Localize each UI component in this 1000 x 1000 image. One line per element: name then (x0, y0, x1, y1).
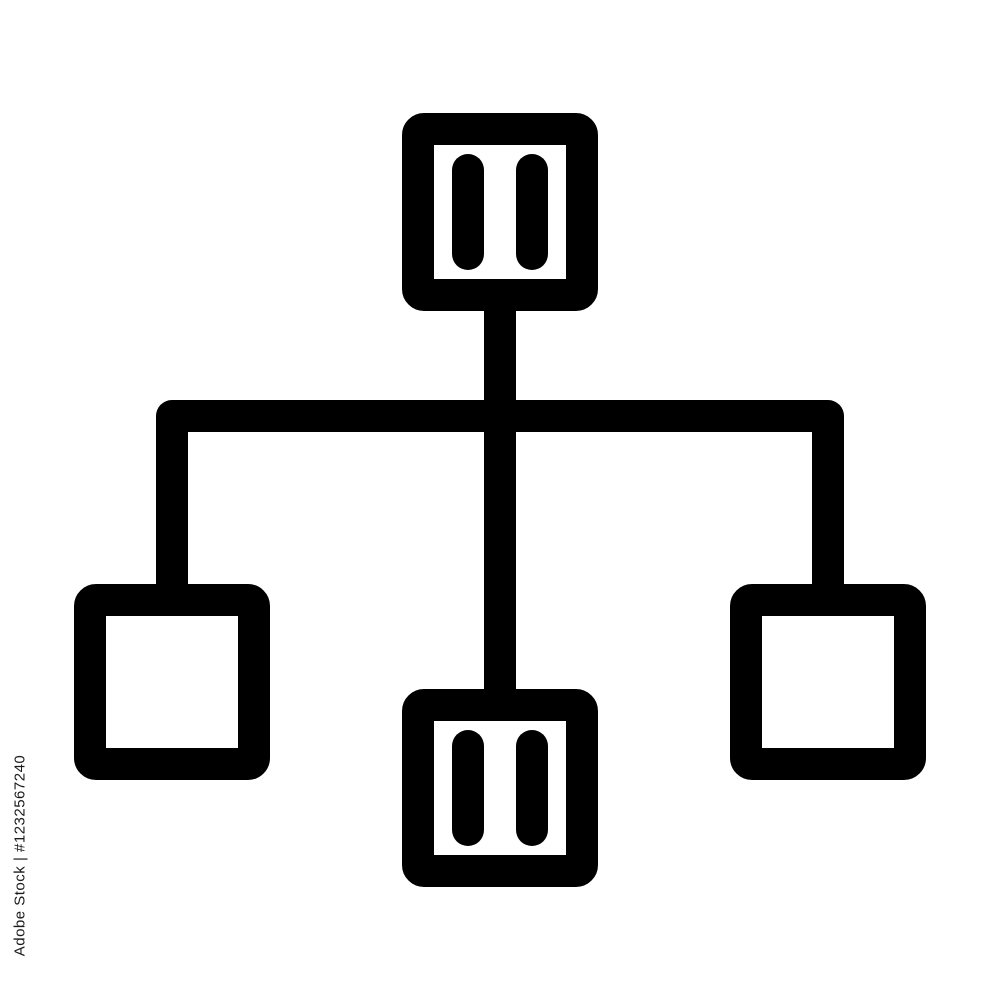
watermark-text: Adobe Stock | #1232567240 (11, 754, 29, 956)
top-node-box (402, 113, 598, 311)
bottom-node-box (402, 689, 598, 887)
top-node-bar-right (516, 154, 548, 270)
bottom-node-bar-right (516, 730, 548, 846)
left-node-box (74, 584, 270, 780)
top-node-bar-left (452, 154, 484, 270)
stock-watermark: Adobe Stock | #1232567240 (8, 740, 32, 970)
right-node-box (730, 584, 926, 780)
branch-connector (156, 400, 844, 616)
bottom-node-bar-left (452, 730, 484, 846)
